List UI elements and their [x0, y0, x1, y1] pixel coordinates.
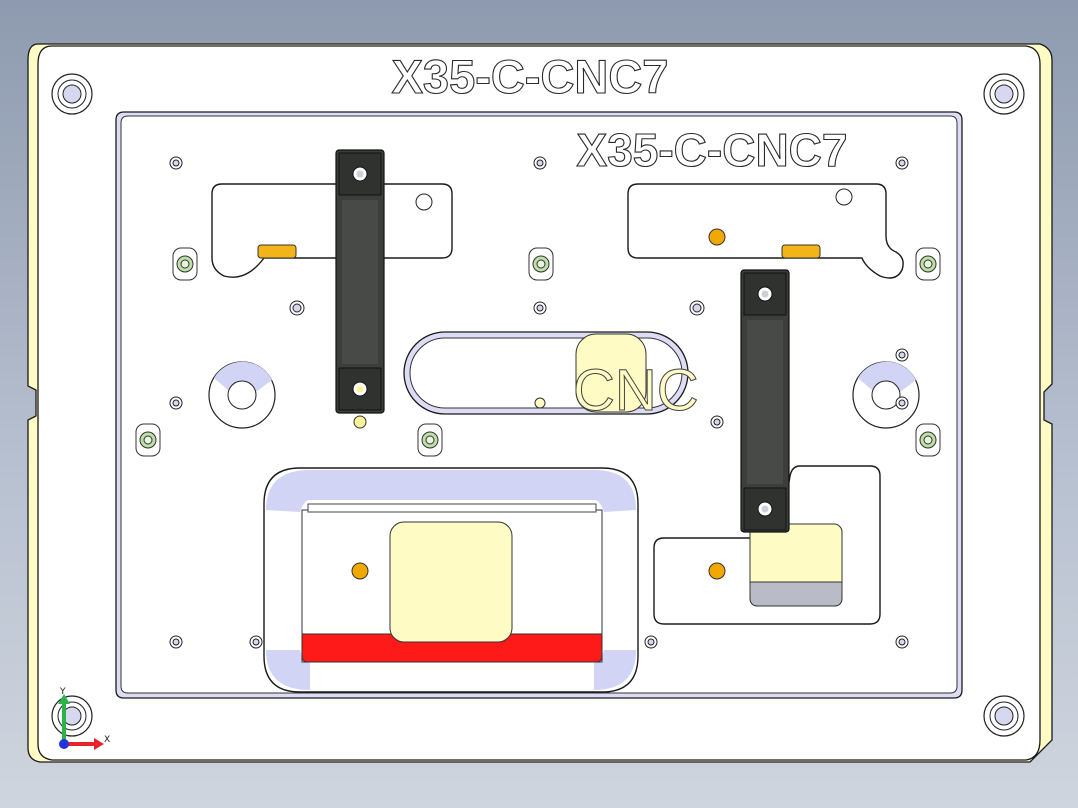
corner-bolt-top-right	[983, 73, 1025, 115]
screw-holes	[169, 156, 909, 649]
pocket-bottom-right	[653, 465, 881, 625]
green-locator-pins	[135, 247, 941, 457]
locator-pin	[172, 247, 198, 281]
corner-bolt-bottom-right	[983, 695, 1025, 737]
locator-pin	[417, 423, 443, 457]
engraving-plate: X35-C-CNC7	[577, 124, 848, 176]
yellow-pin	[353, 415, 367, 429]
slot-hole	[415, 193, 433, 211]
axis-label-x: X	[104, 735, 110, 745]
orange-pin	[708, 228, 726, 246]
coordinate-triad-icon: Y X	[58, 687, 110, 750]
pocket-bottom-left	[263, 467, 639, 693]
locator-pin	[915, 247, 941, 281]
clamp-bar-left	[335, 149, 385, 414]
clamp-bar-right	[740, 269, 790, 533]
center-slot: CNC	[403, 331, 699, 424]
corner-bolt-top-left	[51, 73, 93, 115]
pocket-partial-text: CNC	[573, 358, 699, 423]
locator-pin	[135, 423, 161, 457]
engraving-top: X35-C-CNC7	[392, 50, 669, 103]
locator-pin	[528, 247, 554, 281]
orange-block-left	[257, 244, 297, 259]
round-locator-right	[852, 361, 920, 429]
round-locator-left	[208, 361, 276, 429]
slot-upper-right	[627, 183, 904, 279]
axis-label-y: Y	[59, 687, 66, 697]
corner-bolt-bottom-left	[51, 695, 93, 737]
slot-hole	[835, 188, 853, 206]
locator-pin	[915, 423, 941, 457]
orange-block-right	[781, 244, 821, 259]
